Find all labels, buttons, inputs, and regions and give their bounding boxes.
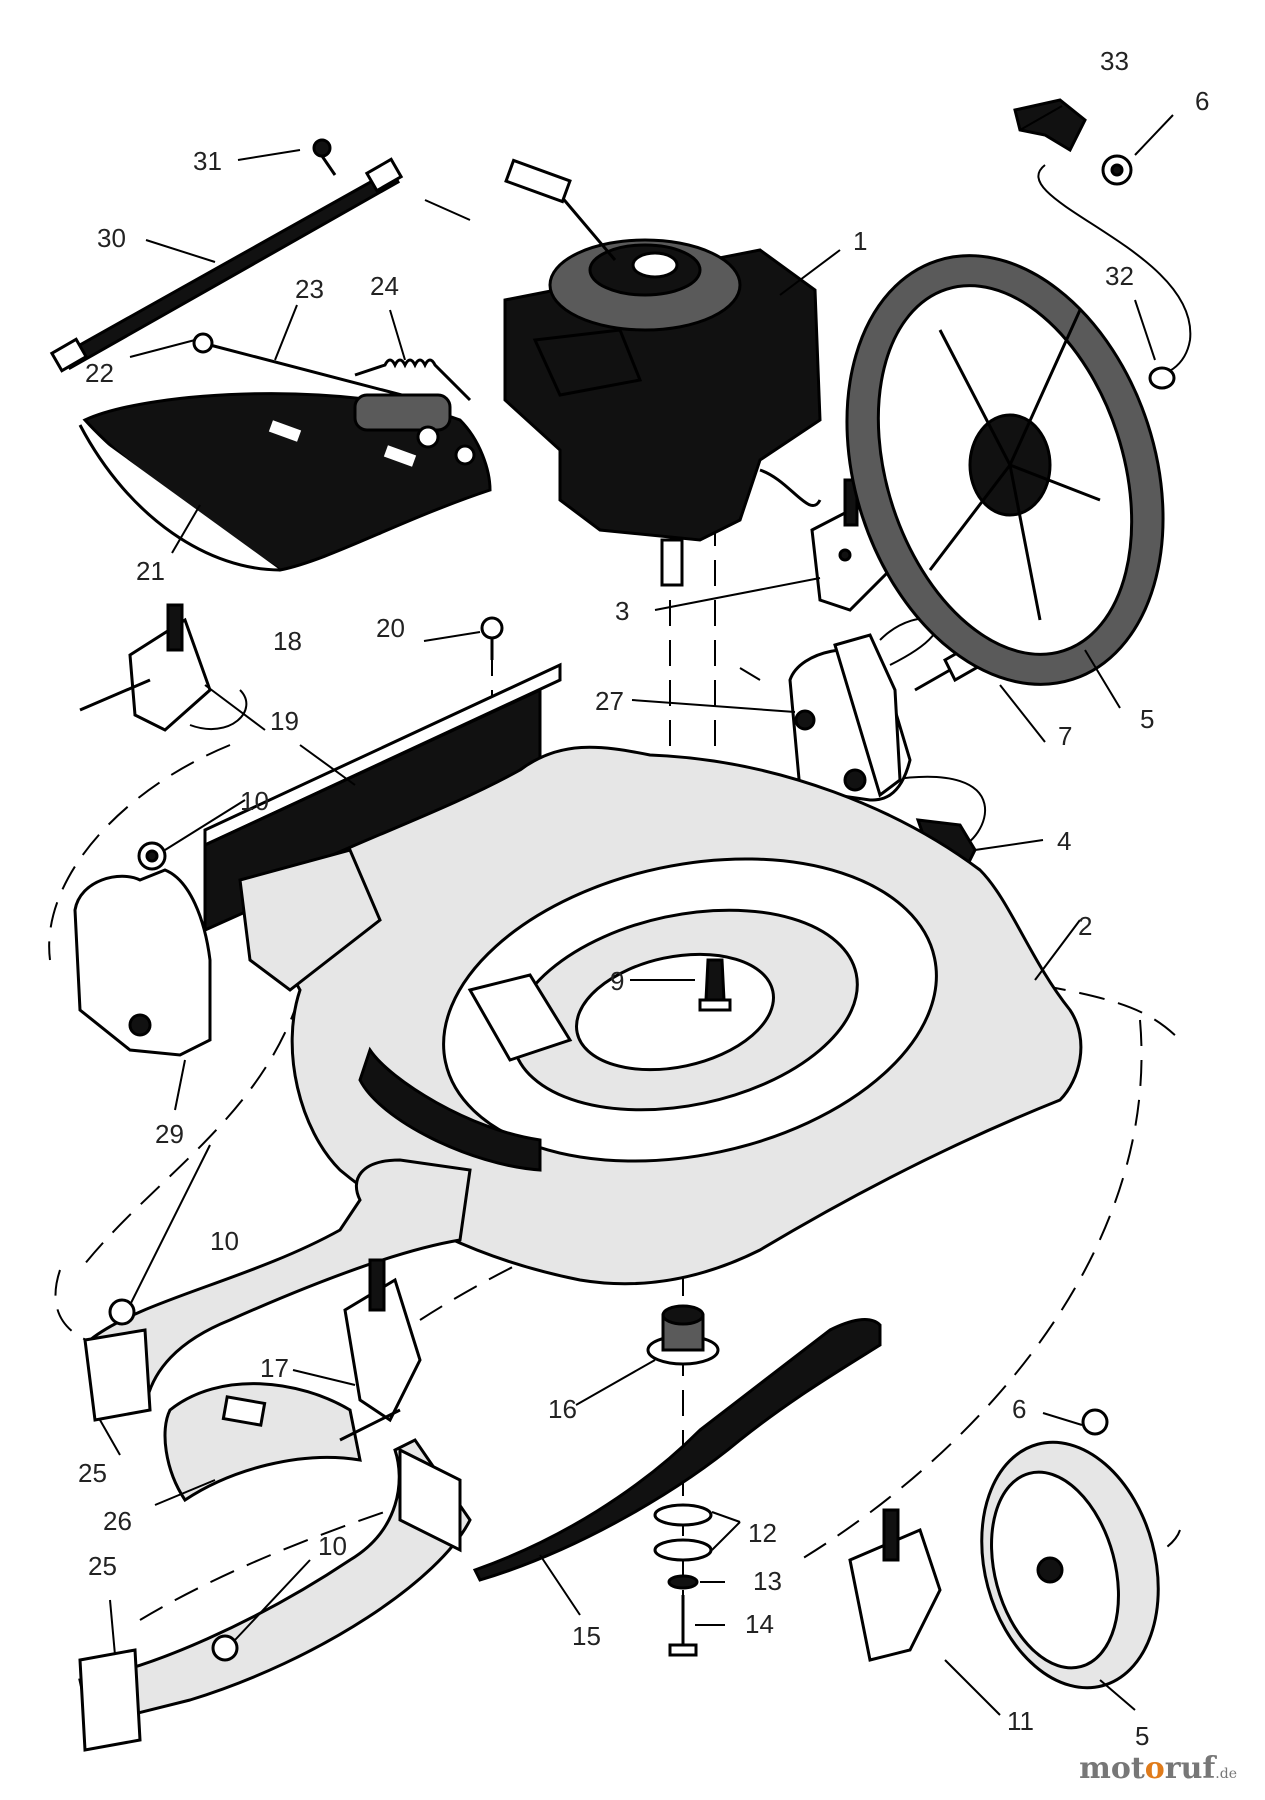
callout-16: 16 xyxy=(548,1394,577,1424)
part-height-adjuster-18 xyxy=(79,603,212,732)
part-nut-6-front xyxy=(1081,1408,1109,1436)
part-screw-31 xyxy=(312,138,337,176)
part-washer-32 xyxy=(1148,366,1176,390)
callout-4: 4 xyxy=(1057,826,1071,856)
part-nut-10-low xyxy=(211,1634,239,1662)
callout-9: 9 xyxy=(610,966,624,996)
part-bolt-9 xyxy=(698,958,732,1012)
callout-10-top: 10 xyxy=(240,786,269,816)
part-wheel-bracket-29 xyxy=(73,868,212,1057)
part-skirt-25-upper xyxy=(83,1158,472,1422)
callout-14: 14 xyxy=(745,1609,774,1639)
watermark-brand-pre: mot xyxy=(1079,1751,1145,1786)
callout-5-front: 5 xyxy=(1135,1721,1149,1751)
callout-30: 30 xyxy=(97,223,126,253)
part-rod-30 xyxy=(49,157,404,373)
part-wheel-5-front xyxy=(980,1440,1160,1690)
callout-10-low: 10 xyxy=(318,1531,347,1561)
part-wheel-bracket-27 xyxy=(788,633,912,802)
callout-33: 33 xyxy=(1100,46,1129,76)
part-nut-10-top xyxy=(137,841,167,871)
callout-labels: 1 2 3 4 5 5 6 6 7 9 10 10 10 11 12 13 14… xyxy=(78,46,1209,1751)
part-rear-flap-21 xyxy=(78,392,492,572)
callout-26: 26 xyxy=(103,1506,132,1536)
part-nut-10-mid xyxy=(108,1298,136,1326)
watermark-brand-o: o xyxy=(1144,1751,1165,1786)
part-wheel-bracket-11 xyxy=(848,1508,942,1662)
watermark-tld: .de xyxy=(1215,1766,1237,1782)
callout-18: 18 xyxy=(273,626,302,656)
part-wheel-5-rear xyxy=(845,254,1165,686)
callout-12: 12 xyxy=(748,1518,777,1548)
part-skirt-25-lower xyxy=(78,1438,472,1752)
callout-11: 11 xyxy=(1007,1706,1034,1736)
callout-21: 21 xyxy=(136,556,165,586)
watermark-logo: motoruf.de xyxy=(1079,1751,1237,1786)
part-washers-12 xyxy=(653,1503,713,1562)
callout-25-lower: 25 xyxy=(88,1551,117,1581)
callout-3: 3 xyxy=(615,596,629,626)
callout-22: 22 xyxy=(85,358,114,388)
part-blade-15 xyxy=(472,1318,882,1582)
part-adapter-16 xyxy=(646,1304,720,1366)
callout-2: 2 xyxy=(1078,911,1092,941)
callout-20: 20 xyxy=(376,613,405,643)
callout-10-mid: 10 xyxy=(210,1226,239,1256)
watermark-brand-post: ruf xyxy=(1164,1751,1216,1786)
callout-19: 19 xyxy=(270,706,299,736)
part-nut-6-top xyxy=(1101,154,1133,186)
part-deck-2 xyxy=(238,745,1083,1286)
callout-23: 23 xyxy=(295,274,324,304)
callout-6-top: 6 xyxy=(1195,86,1209,116)
part-engine-1 xyxy=(503,158,822,587)
callout-31: 31 xyxy=(193,146,222,176)
part-spring-24 xyxy=(354,358,472,402)
part-wing-knob-33 xyxy=(1013,98,1087,153)
callout-13: 13 xyxy=(753,1566,782,1596)
part-screw-20 xyxy=(480,616,504,660)
callout-25-upper: 25 xyxy=(78,1458,107,1488)
callout-17: 17 xyxy=(260,1353,289,1383)
callout-5-rear: 5 xyxy=(1140,704,1154,734)
part-height-adjuster-17 xyxy=(339,1258,422,1442)
callout-7: 7 xyxy=(1058,721,1072,751)
part-handle-26 xyxy=(163,1382,362,1503)
callout-27: 27 xyxy=(595,686,624,716)
callout-24: 24 xyxy=(370,271,399,301)
callout-29: 29 xyxy=(155,1119,184,1149)
callout-32: 32 xyxy=(1105,261,1134,291)
part-bolt-14 xyxy=(668,1595,698,1657)
part-lockwasher-13 xyxy=(667,1574,699,1590)
callout-15: 15 xyxy=(572,1621,601,1651)
leader-lines xyxy=(99,105,1174,1716)
callout-6-front: 6 xyxy=(1012,1394,1026,1424)
callout-1: 1 xyxy=(853,226,867,256)
